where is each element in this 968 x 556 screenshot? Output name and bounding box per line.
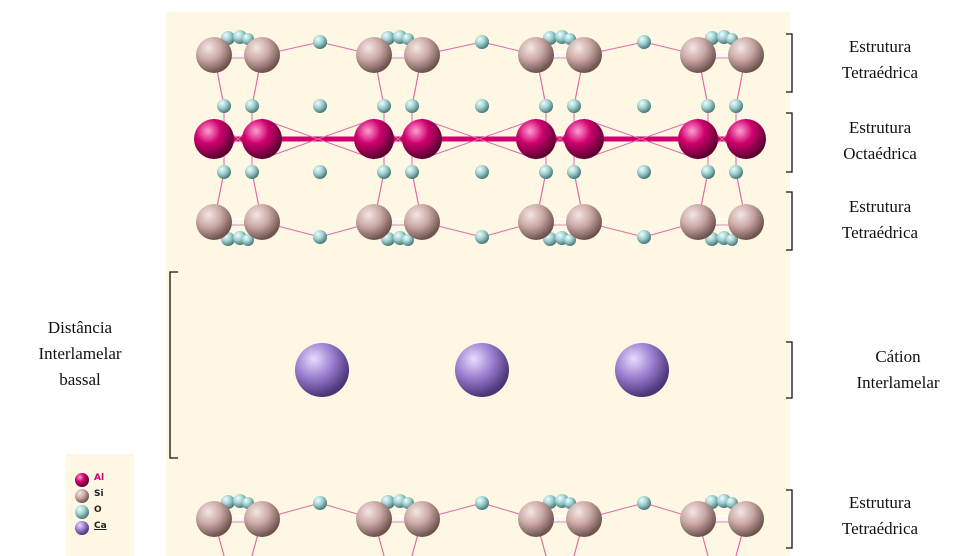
al-atom [564, 119, 604, 159]
legend-label-al: Al [94, 473, 105, 483]
si-atom [404, 501, 440, 537]
si-atom [244, 204, 280, 240]
al-atom [242, 119, 282, 159]
legend-swatch-ca [75, 521, 89, 535]
o-atom [377, 99, 391, 113]
si-atom [518, 501, 554, 537]
o-atom [313, 496, 327, 510]
si-atom [196, 501, 232, 537]
o-atom [475, 99, 489, 113]
si-atom [728, 501, 764, 537]
si-atom [356, 204, 392, 240]
o-atom [475, 496, 489, 510]
o-atom [637, 230, 651, 244]
o-atom [405, 99, 419, 113]
o-atom [377, 165, 391, 179]
diagram-background [166, 12, 790, 556]
o-atom [313, 165, 327, 179]
bracket [786, 191, 793, 251]
ca-atom [455, 343, 509, 397]
si-atom [728, 37, 764, 73]
bond [421, 118, 537, 160]
o-atom [313, 230, 327, 244]
o-atom [217, 165, 231, 179]
si-atom [196, 37, 232, 73]
o-atom [729, 99, 743, 113]
ca-atom [295, 343, 349, 397]
si-atom [518, 37, 554, 73]
o-atom [539, 165, 553, 179]
si-atom [244, 37, 280, 73]
bracket [786, 489, 793, 549]
o-atom [242, 234, 254, 246]
legend-swatch-o [75, 505, 89, 519]
o-atom [313, 99, 327, 113]
o-atom [245, 165, 259, 179]
bond [261, 118, 375, 160]
o-atom [217, 99, 231, 113]
o-atom [245, 99, 259, 113]
legend-label-o: O [94, 505, 102, 515]
legend-label-ca: Ca [94, 521, 107, 531]
al-atom [678, 119, 718, 159]
legend [66, 454, 134, 556]
bracket [786, 341, 793, 399]
si-atom [404, 37, 440, 73]
o-atom [567, 165, 581, 179]
si-atom [728, 204, 764, 240]
bracket [786, 33, 793, 93]
si-atom [356, 37, 392, 73]
o-atom [475, 165, 489, 179]
si-atom [244, 501, 280, 537]
o-atom [475, 230, 489, 244]
o-atom [405, 165, 419, 179]
si-atom [196, 204, 232, 240]
o-atom [726, 234, 738, 246]
al-atom [402, 119, 442, 159]
o-atom [564, 234, 576, 246]
al-atom [516, 119, 556, 159]
o-atom [729, 165, 743, 179]
o-atom [701, 165, 715, 179]
o-atom [539, 99, 553, 113]
o-atom [313, 35, 327, 49]
o-atom [701, 99, 715, 113]
o-atom [637, 35, 651, 49]
legend-swatch-al [75, 473, 89, 487]
si-atom [356, 501, 392, 537]
si-atom [566, 37, 602, 73]
o-atom [475, 35, 489, 49]
al-atom [354, 119, 394, 159]
al-atom [194, 119, 234, 159]
o-atom [402, 234, 414, 246]
si-atom [566, 204, 602, 240]
o-atom [637, 99, 651, 113]
bond [583, 118, 699, 160]
si-atom [680, 501, 716, 537]
bracket-layer [169, 33, 793, 549]
atom-layer [194, 30, 766, 537]
si-atom [404, 204, 440, 240]
si-atom [518, 204, 554, 240]
o-atom [637, 496, 651, 510]
o-atom [567, 99, 581, 113]
legend-label-si: Si [94, 489, 104, 499]
al-atom [726, 119, 766, 159]
ca-atom [615, 343, 669, 397]
legend-swatch-si [75, 489, 89, 503]
si-atom [680, 37, 716, 73]
o-atom [637, 165, 651, 179]
si-atom [680, 204, 716, 240]
legend-box [66, 454, 134, 556]
si-atom [566, 501, 602, 537]
bracket [786, 112, 793, 173]
bracket-basal-distance [169, 271, 178, 459]
